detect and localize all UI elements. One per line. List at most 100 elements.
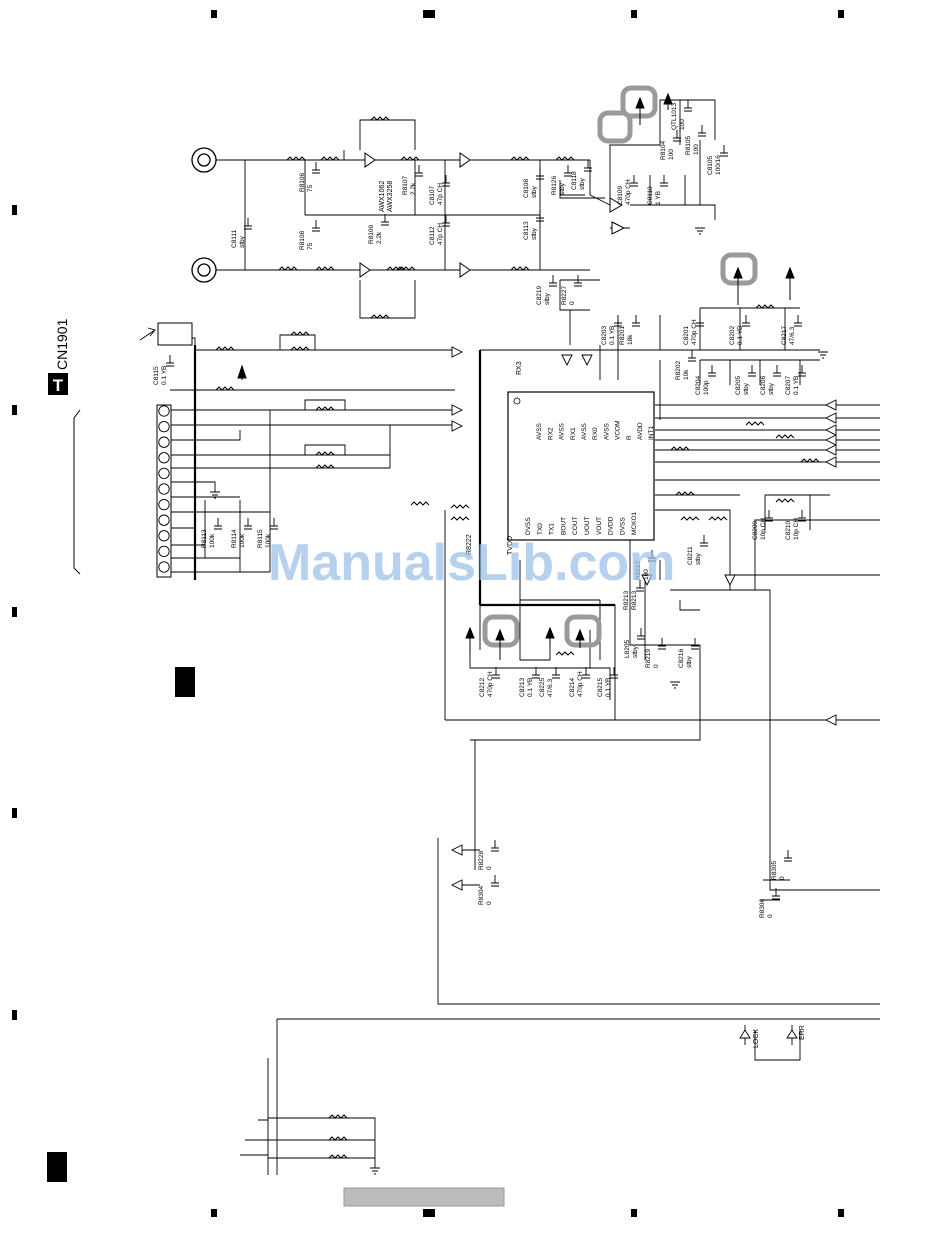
part-value: 470p CH — [625, 179, 632, 205]
part-designator: L8205 — [624, 640, 631, 658]
part-designator: R8212 — [635, 560, 642, 580]
component-symbol — [532, 667, 540, 679]
component-symbol — [270, 518, 278, 530]
ic-body — [507, 391, 655, 541]
arrow-marks — [237, 92, 795, 660]
part-designator: C8211 — [687, 546, 694, 565]
inductor-symbol — [510, 266, 530, 271]
terminal-pin — [158, 436, 170, 448]
part-designator: C8107 — [429, 185, 436, 205]
component-symbol — [698, 125, 706, 137]
part-value: 100 — [668, 149, 675, 160]
component-symbol — [765, 510, 773, 522]
part-value: 470p CH — [487, 671, 494, 697]
inductor-symbol — [328, 1114, 348, 1119]
terminal-pin — [158, 420, 170, 433]
part-value: 0 — [779, 876, 786, 880]
component-symbol — [691, 638, 699, 650]
inductor-symbol — [745, 421, 765, 426]
part-value: stby — [559, 182, 566, 195]
ic-pin-label: VOUT — [596, 517, 603, 535]
ic-pin-label: AVSS — [536, 422, 543, 440]
ic-pin-label: RX2 — [547, 427, 554, 440]
part-value: 100 — [679, 119, 686, 130]
inductor-symbol — [315, 406, 335, 411]
inductor-symbol — [290, 331, 310, 336]
bus-lines — [193, 345, 615, 607]
part-value: stby — [239, 235, 246, 248]
inductor-symbol — [775, 434, 795, 439]
buffer-amps — [359, 152, 626, 278]
part-value: R8213 — [631, 590, 638, 610]
part-value: 10k — [683, 369, 690, 380]
part-value: stby — [579, 177, 586, 190]
part-value: 0 — [767, 914, 774, 918]
ic-pin-label: AVSS — [559, 422, 566, 440]
part-designator: R8104 — [660, 140, 667, 160]
inductor-symbol — [775, 498, 795, 503]
component-symbol — [700, 535, 708, 547]
ic-pin-label: DVSS — [619, 517, 626, 535]
part-designator: C8212 — [479, 677, 486, 697]
inductor-symbol — [450, 516, 470, 521]
component-symbol — [614, 315, 622, 327]
block-marker — [175, 667, 195, 697]
part-value: 0.1 YB — [737, 326, 744, 345]
component-symbol — [214, 518, 222, 530]
highlight-marks — [482, 85, 758, 648]
component-symbol — [442, 215, 450, 227]
terminal-pin — [158, 467, 170, 480]
component-symbol — [696, 315, 704, 327]
part-value: 470p CH — [577, 671, 584, 697]
part-designator: R8106 — [299, 172, 306, 192]
part-designator: QTL1013 — [671, 103, 678, 130]
component-symbol — [244, 518, 252, 530]
part-value: 100 — [693, 144, 700, 155]
component-symbol — [720, 145, 728, 157]
ic-pin-label: BOUT — [560, 517, 567, 535]
component-symbol — [584, 160, 592, 172]
part-value: 0.1 YB — [527, 678, 534, 697]
component-symbol — [552, 667, 560, 679]
inductor-symbol — [708, 516, 728, 521]
part-designator: R8115 — [257, 529, 264, 548]
component-symbol — [381, 214, 389, 226]
part-value: 47p CH — [437, 183, 444, 205]
inductor-symbol — [328, 1154, 348, 1159]
part-value: 10p CH — [760, 518, 767, 540]
part-designator: R8306 — [759, 898, 766, 918]
part-designator: C8217 — [781, 325, 788, 345]
part-value: 0 — [486, 866, 493, 870]
part-designator: R8305 — [771, 860, 778, 880]
inductor-symbol — [290, 346, 310, 351]
part-value: stby — [544, 292, 551, 305]
ic-pin-label: RX0 — [592, 427, 599, 440]
part-designator: C8201 — [683, 325, 690, 345]
ic-pin-label: DVDD — [608, 516, 615, 535]
component-symbol — [742, 315, 750, 327]
component-symbol — [673, 130, 681, 142]
wires — [170, 99, 880, 1175]
part-designator: C8214 — [569, 677, 576, 697]
inductor-symbol — [450, 504, 470, 509]
part-designator: R8201 — [619, 325, 626, 345]
component-symbol — [708, 365, 716, 377]
part-value: 10p CH — [793, 518, 800, 540]
watermark: ManualsLib.com — [268, 534, 675, 592]
terminal-pin — [158, 561, 170, 573]
part-designator: C8204 — [695, 375, 702, 395]
part-designator: C8110 — [647, 186, 654, 205]
part-designator: R8109 — [368, 224, 375, 244]
terminal-pin — [158, 405, 170, 417]
part-value: stby — [531, 227, 538, 240]
part-designator: C8202 — [729, 325, 736, 345]
part-designator: R8202 — [675, 360, 682, 380]
part-value: 47/6.3 — [547, 679, 554, 697]
component-symbol — [312, 162, 320, 174]
component-symbol — [658, 638, 666, 650]
inductor-symbol — [400, 156, 420, 161]
inductor-symbol — [396, 266, 416, 271]
part-designator: C8115 — [153, 366, 160, 385]
